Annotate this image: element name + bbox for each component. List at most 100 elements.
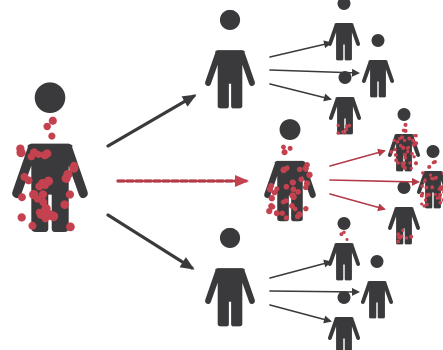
infection-dot [396,239,400,244]
infection-dot [423,198,428,202]
infection-dot [281,144,286,150]
infection-dot [298,176,305,183]
infection-dot [410,151,414,156]
arrow-bot-to-r9 [269,304,332,324]
infection-dot [438,200,443,205]
person-icon [327,291,361,350]
infection-dot [283,183,290,190]
infection-dot [419,193,424,198]
person-right-3 [328,71,362,135]
infection-dot [289,192,296,199]
infection-dot [43,176,54,186]
infection-dot [339,232,344,237]
arrow-top-to-r3 [269,83,332,102]
infection-dot [48,211,59,222]
person-right-6 [387,181,421,245]
infection-dot [29,148,39,157]
infection-dot [402,161,406,165]
infection-dot [344,124,348,128]
infection-dot [279,210,286,216]
person-right-5 [416,145,443,209]
infection-dot [303,205,309,212]
infection-dot [342,230,346,234]
infection-dot [406,149,410,154]
arrows-layer [106,40,420,324]
infection-dot [268,202,275,210]
infection-dot [16,144,25,153]
arrow-top-to-r2 [269,68,360,77]
person-icon [328,71,362,135]
infection-dot [28,221,37,230]
infection-dot [292,206,298,212]
infection-dot [302,184,309,191]
infection-dot [273,210,280,217]
person-icon [387,181,421,245]
person-middle-top [205,9,255,109]
infection-dot [431,176,436,181]
infection-dot [430,185,434,190]
infection-dot [24,176,33,185]
arrow-source-to-bot [106,213,195,270]
person-icon [360,255,394,319]
infection-dot [396,232,401,237]
arrow-mid-to-r6 [329,193,386,212]
person-icon [327,217,361,281]
infection-dot [295,189,301,195]
infection-dot [402,138,407,143]
source-person [12,82,88,233]
infection-dot [401,145,406,150]
infection-dot [393,153,398,157]
infection-dot [17,193,26,202]
infection-dot [40,150,50,160]
infection-dot [424,194,428,198]
person-icon [264,119,316,222]
arrow-top-to-r1 [269,40,332,58]
person-right-7 [327,217,361,281]
infection-dot [433,159,437,164]
infection-dot [396,161,400,165]
infection-dot [403,122,408,127]
person-icon [327,0,361,61]
infection-dot [423,178,427,182]
infection-dot [404,236,409,240]
infection-dot [400,234,404,238]
infection-dot [438,192,442,197]
infection-dot [400,135,404,140]
person-middle-bot [205,227,255,327]
infection-dot [401,164,405,168]
infection-dot [395,140,400,144]
infection-dot [268,195,276,202]
infection-dot [60,200,70,209]
person-middle-mid [264,119,316,222]
infection-dot [406,145,411,149]
person-right-8 [360,255,394,319]
infection-dot [409,166,413,170]
infection-dot [411,143,416,147]
arrow-bot-to-r8 [269,287,360,296]
person-icon [416,145,443,209]
infection-dot [401,128,406,133]
arrow-mid-to-r4 [329,148,386,167]
infection-dot [306,171,313,179]
infection-dot [48,116,57,125]
infection-dot [344,127,349,132]
infection-dot [65,190,75,199]
infection-dot [422,204,426,208]
infection-dot [408,161,412,165]
infection-dot [289,179,296,186]
infection-dot [403,156,408,160]
person-right-4 [387,108,421,172]
person-right-1 [327,0,361,61]
person-right-2 [361,34,395,98]
infection-dot [428,173,433,177]
infection-dot [398,143,403,148]
infection-dot [412,139,416,143]
infection-dot [409,234,414,239]
infection-dot [280,166,288,174]
people-layer [12,0,443,350]
infection-dot [283,215,289,221]
infection-dot [401,228,405,232]
infection-dot [266,207,273,215]
infection-dot [433,193,437,197]
infection-dot [392,138,396,143]
